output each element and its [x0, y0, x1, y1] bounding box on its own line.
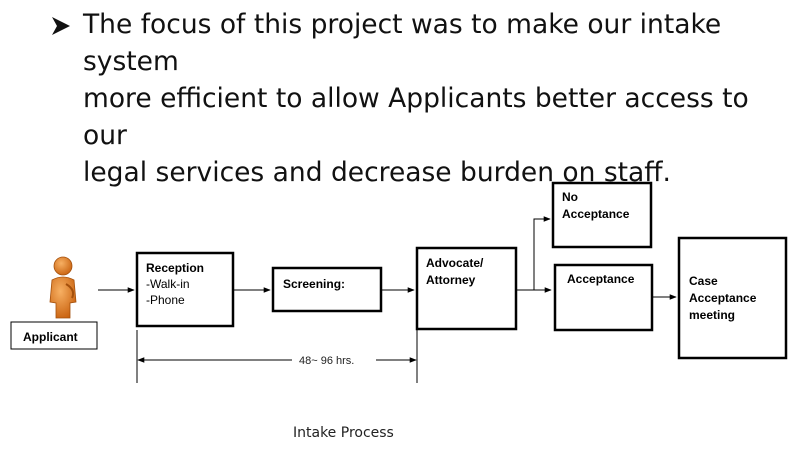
reception-phone: -Phone [146, 293, 185, 307]
span-label-bg [292, 352, 376, 368]
bullet-text: The focus of this project was to make ou… [83, 6, 793, 191]
no-label: No [562, 190, 578, 204]
screening-title: Screening: [283, 277, 345, 291]
attorney-label: Attorney [426, 273, 476, 287]
applicant-label: Applicant [23, 330, 78, 344]
applicant-label-box [10, 321, 98, 350]
bullet-line: The focus of this project was to make ou… [83, 9, 722, 77]
case-acceptance-label: Acceptance [689, 291, 757, 305]
case-acceptance-meeting-box [677, 236, 788, 360]
arrow-advocate-to-no-acceptance [517, 216, 551, 291]
reception-title: Reception [146, 261, 204, 275]
time-span-label: 48~ 96 hrs. [299, 355, 354, 367]
acceptance-box [553, 263, 654, 332]
applicant-person-icon [49, 256, 77, 319]
screening-box [271, 266, 383, 313]
bullet-line: more efficient to allow Applicants bette… [83, 83, 749, 151]
reception-walk-in: -Walk-in [146, 277, 190, 291]
no-acceptance-label: Acceptance [562, 207, 630, 221]
reception-box [135, 251, 235, 328]
advocate-attorney-box [415, 246, 518, 331]
case-meeting-label: meeting [689, 308, 735, 322]
no-acceptance-box [551, 181, 653, 249]
advocate-label: Advocate/ [426, 256, 484, 270]
acceptance-title: Acceptance [567, 272, 635, 286]
arrowhead-bullet-icon [52, 17, 70, 35]
diagram-caption: Intake Process [293, 425, 394, 441]
case-label: Case [689, 274, 718, 288]
